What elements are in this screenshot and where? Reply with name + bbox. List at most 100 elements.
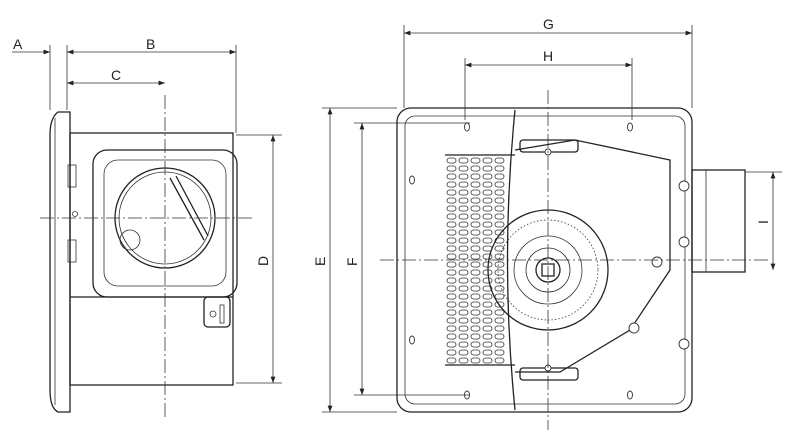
vent-slot bbox=[482, 309, 493, 316]
vent-slot bbox=[482, 301, 493, 308]
vent-slot bbox=[446, 245, 457, 252]
vent-slot bbox=[494, 157, 505, 164]
vent-slot bbox=[446, 165, 457, 172]
vent-slot bbox=[446, 237, 457, 244]
vent-slot bbox=[494, 349, 505, 356]
vent-slot bbox=[458, 165, 469, 172]
vent-slot bbox=[494, 205, 505, 212]
vent-slot bbox=[446, 181, 457, 188]
vent-slot bbox=[470, 237, 481, 244]
side-view-dimensions: A B C D bbox=[12, 36, 282, 384]
vent-slot bbox=[494, 325, 505, 332]
vent-slot bbox=[470, 181, 481, 188]
dim-label-a: A bbox=[13, 36, 23, 52]
vent-slot bbox=[446, 341, 457, 348]
front-view-dimensions: G H E F I bbox=[312, 16, 782, 413]
dim-label-g: G bbox=[543, 16, 554, 32]
vent-slot bbox=[494, 261, 505, 268]
vent-slot bbox=[446, 213, 457, 220]
dim-label-h: H bbox=[543, 48, 553, 64]
vent-slot bbox=[494, 245, 505, 252]
vent-slot bbox=[482, 165, 493, 172]
vent-slot bbox=[458, 285, 469, 292]
vent-slot bbox=[482, 237, 493, 244]
vent-slot bbox=[482, 157, 493, 164]
vent-slot bbox=[458, 173, 469, 180]
vent-slot bbox=[482, 357, 493, 364]
vent-slot bbox=[458, 205, 469, 212]
vent-slot bbox=[494, 309, 505, 316]
vent-slot bbox=[494, 221, 505, 228]
vent-slot bbox=[446, 157, 457, 164]
vent-slot bbox=[482, 333, 493, 340]
vent-slot bbox=[458, 245, 469, 252]
vent-slot bbox=[494, 181, 505, 188]
vent-slot bbox=[458, 189, 469, 196]
vent-slot bbox=[470, 253, 481, 260]
vent-slot bbox=[446, 197, 457, 204]
vent-slot bbox=[494, 341, 505, 348]
vent-slot bbox=[494, 173, 505, 180]
vent-slot bbox=[494, 269, 505, 276]
vent-slot bbox=[470, 157, 481, 164]
vent-slot bbox=[470, 317, 481, 324]
vent-slot bbox=[446, 333, 457, 340]
dim-label-f: F bbox=[344, 257, 360, 266]
vent-slot bbox=[458, 341, 469, 348]
vent-slot bbox=[482, 229, 493, 236]
vent-slot bbox=[458, 261, 469, 268]
vent-slot bbox=[446, 229, 457, 236]
vent-slot bbox=[482, 253, 493, 260]
vent-slot bbox=[446, 277, 457, 284]
dim-label-b: B bbox=[146, 36, 155, 52]
vent-slot bbox=[482, 189, 493, 196]
vent-slot bbox=[446, 253, 457, 260]
vent-slot bbox=[458, 309, 469, 316]
vent-slot bbox=[494, 213, 505, 220]
vent-slot bbox=[494, 237, 505, 244]
vent-slot bbox=[446, 357, 457, 364]
vent-slot bbox=[470, 333, 481, 340]
vent-slot bbox=[446, 189, 457, 196]
vent-slot bbox=[494, 189, 505, 196]
vent-slot bbox=[446, 325, 457, 332]
vent-slot bbox=[482, 245, 493, 252]
vent-slot bbox=[470, 245, 481, 252]
vent-slot bbox=[458, 253, 469, 260]
vent-slot bbox=[470, 293, 481, 300]
vent-slot bbox=[458, 221, 469, 228]
vent-slot bbox=[482, 349, 493, 356]
vent-slot bbox=[470, 221, 481, 228]
dim-label-c: C bbox=[111, 67, 121, 83]
vent-slot bbox=[482, 341, 493, 348]
vent-slot bbox=[458, 301, 469, 308]
vent-slot bbox=[446, 221, 457, 228]
vent-slot bbox=[470, 229, 481, 236]
vent-slot bbox=[494, 333, 505, 340]
vent-slot bbox=[470, 285, 481, 292]
vent-slot bbox=[494, 197, 505, 204]
vent-slot bbox=[470, 197, 481, 204]
vent-slot bbox=[458, 325, 469, 332]
vent-slot bbox=[446, 309, 457, 316]
vent-slot bbox=[470, 357, 481, 364]
vent-slot bbox=[494, 165, 505, 172]
vent-slot bbox=[458, 229, 469, 236]
vent-slot bbox=[470, 349, 481, 356]
vent-slot bbox=[458, 333, 469, 340]
vent-slot bbox=[482, 181, 493, 188]
vent-slot bbox=[458, 197, 469, 204]
vent-slot bbox=[446, 261, 457, 268]
vent-slot bbox=[470, 301, 481, 308]
vent-slot bbox=[482, 293, 493, 300]
vent-slot bbox=[494, 285, 505, 292]
vent-slot bbox=[446, 349, 457, 356]
vent-slot bbox=[494, 317, 505, 324]
vent-slot bbox=[458, 213, 469, 220]
vent-slot bbox=[482, 325, 493, 332]
vent-slot bbox=[482, 205, 493, 212]
vent-slot bbox=[470, 277, 481, 284]
vent-slot bbox=[458, 269, 469, 276]
front-view bbox=[380, 90, 770, 430]
